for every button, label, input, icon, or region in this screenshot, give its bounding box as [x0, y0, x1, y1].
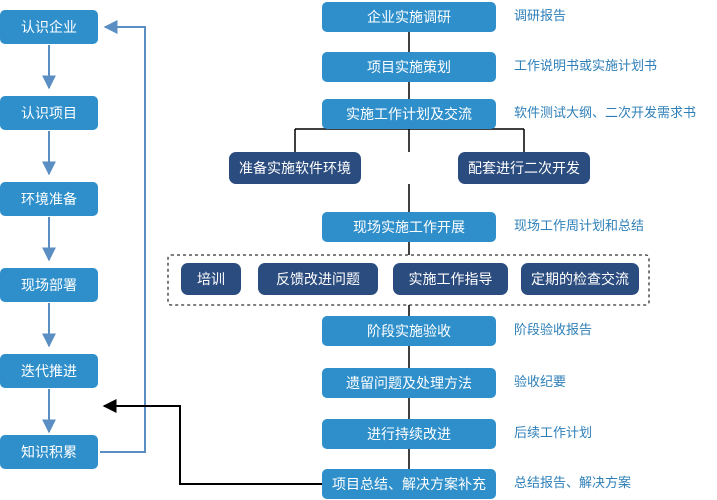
- output-note-6: 验收纪要: [514, 375, 567, 390]
- output-note-1: 调研报告: [514, 9, 567, 24]
- main-flow-lines: [294, 32, 525, 469]
- left-step-2: 认识项目: [0, 96, 98, 130]
- main-step-3: 实施工作计划及交流: [322, 99, 496, 129]
- output-note-2: 工作说明书或实施计划书: [514, 59, 658, 74]
- branch-right: 配套进行二次开发: [458, 152, 590, 184]
- main-step-6: 遗留问题及处理方法: [322, 368, 496, 398]
- group-item-3: 实施工作指导: [393, 263, 508, 295]
- group-item-1: 培训: [181, 263, 241, 295]
- main-step-1: 企业实施调研: [322, 2, 496, 32]
- output-note-8: 总结报告、解决方案: [514, 476, 632, 491]
- main-step-4: 现场实施工作开展: [322, 212, 496, 242]
- return-arrow: [102, 399, 322, 485]
- output-note-5: 阶段验收报告: [514, 323, 593, 338]
- group-item-4: 定期的检查交流: [521, 263, 639, 295]
- left-step-3: 环境准备: [0, 182, 98, 216]
- main-step-8: 项目总结、解决方案补充: [322, 469, 496, 499]
- left-step-5: 迭代推进: [0, 354, 98, 388]
- group-item-2: 反馈改进问题: [258, 263, 378, 295]
- main-step-7: 进行持续改进: [322, 419, 496, 449]
- left-step-4: 现场部署: [0, 268, 98, 302]
- left-step-1: 认识企业: [0, 10, 98, 44]
- left-step-6: 知识积累: [0, 435, 98, 469]
- main-step-2: 项目实施策划: [322, 52, 496, 82]
- output-note-4: 现场工作周计划和总结: [514, 219, 645, 234]
- output-note-3: 软件测试大纲、二次开发需求书: [514, 106, 697, 121]
- output-note-7: 后续工作计划: [514, 426, 593, 441]
- main-step-5: 阶段实施验收: [322, 316, 496, 346]
- feedback-loop-arrow: [100, 20, 146, 453]
- branch-left: 准备实施软件环境: [229, 152, 361, 184]
